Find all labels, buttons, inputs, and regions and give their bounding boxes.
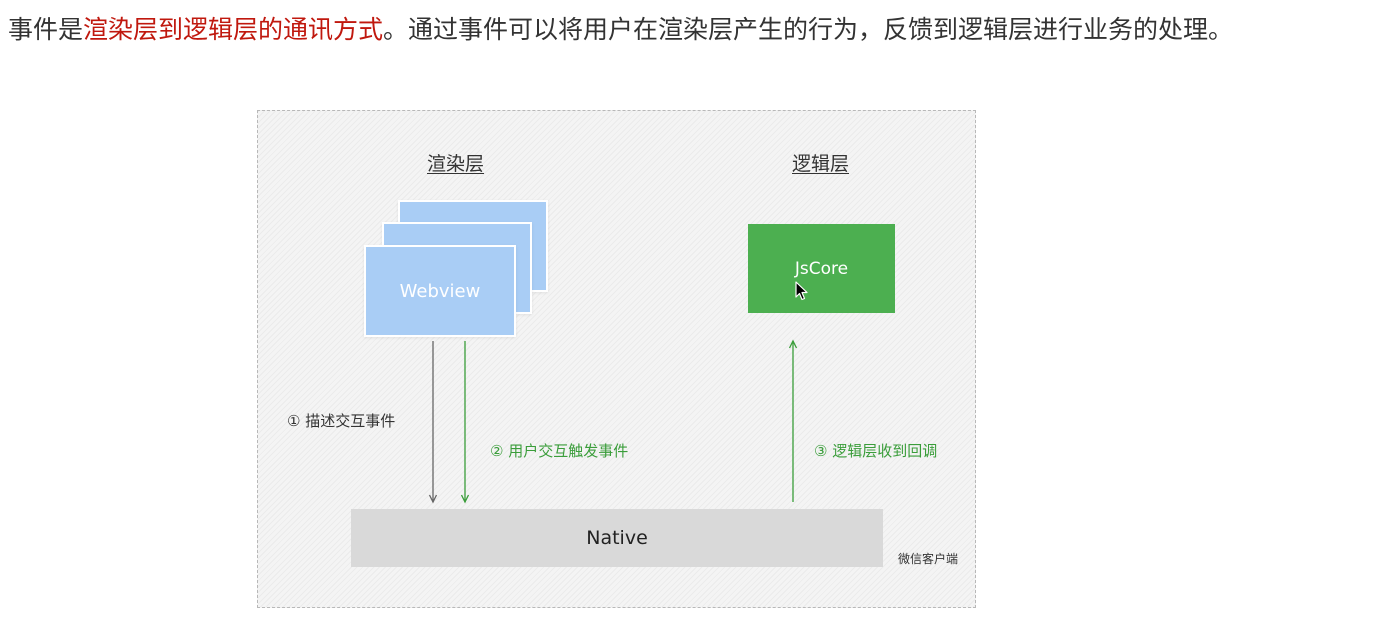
mouse-cursor-icon <box>795 281 808 301</box>
jscore-label: JsCore <box>794 258 849 279</box>
native-label: Native <box>586 527 648 549</box>
step3-label: ③ 逻辑层收到回调 <box>814 442 938 460</box>
intro-highlight: 渲染层到逻辑层的通讯方式 <box>83 15 384 44</box>
wechat-client-label: 微信客户端 <box>898 552 959 566</box>
native-bar: Native <box>351 509 883 567</box>
step1-label: ① 描述交互事件 <box>287 412 396 430</box>
step2-label: ② 用户交互触发事件 <box>490 442 629 460</box>
jscore-box: JsCore <box>748 224 895 313</box>
intro-paragraph: 事件是渲染层到逻辑层的通讯方式。通过事件可以将用户在渲染层产生的行为，反馈到逻辑… <box>8 12 1384 48</box>
render-layer-title: 渲染层 <box>427 153 485 175</box>
logic-layer-title: 逻辑层 <box>792 153 850 175</box>
architecture-diagram: 渲染层 逻辑层 Webview JsCore ① 描述交互事件 ② 用户交互触发… <box>257 110 976 608</box>
webview-card-front: Webview <box>364 245 516 337</box>
intro-suffix: 。通过事件可以将用户在渲染层产生的行为，反馈到逻辑层进行业务的处理。 <box>383 15 1234 44</box>
arrows-layer <box>428 339 798 504</box>
webview-label: Webview <box>399 280 481 302</box>
intro-prefix: 事件是 <box>8 15 84 44</box>
